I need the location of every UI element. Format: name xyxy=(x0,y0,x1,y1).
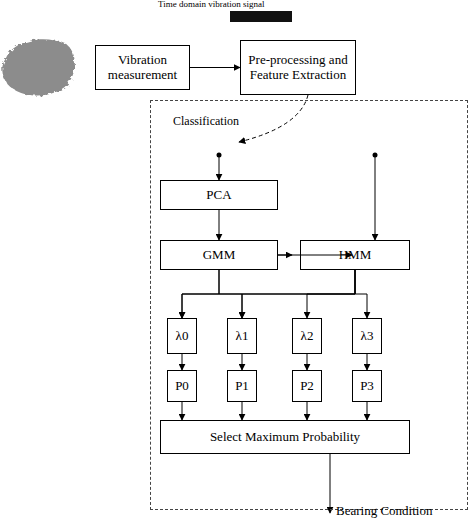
arrow-connector xyxy=(278,255,292,256)
connector-line xyxy=(219,270,242,318)
process-box: λ0 xyxy=(167,318,197,354)
process-box: P1 xyxy=(227,370,257,402)
box-label: Select Maximum Probability xyxy=(210,430,360,445)
group-box: ClassificationPCA GMM HMM λ0 λ1 λ2 λ3P0 P1 P2 P3S… xyxy=(150,100,468,510)
box-label: λ2 xyxy=(301,329,314,344)
process-box: Select Maximum Probability xyxy=(160,420,410,454)
process-box: λ3 xyxy=(352,318,382,354)
box-label: HMM xyxy=(339,248,372,263)
arrow-connector xyxy=(307,402,308,420)
box-label: P2 xyxy=(300,379,314,394)
connector-line xyxy=(242,402,243,420)
arrow-connector xyxy=(307,270,355,318)
arrow-connector xyxy=(367,402,368,420)
connector-line xyxy=(278,255,292,256)
connector-line xyxy=(190,67,240,68)
box-label: PCA xyxy=(206,188,231,203)
arrow-connector xyxy=(278,255,352,256)
arrow-connector xyxy=(242,270,355,318)
box-label: λ0 xyxy=(176,329,189,344)
process-box: λ2 xyxy=(292,318,322,354)
arrow-connector xyxy=(242,354,243,370)
box-label: P1 xyxy=(235,379,249,394)
box-label: λ1 xyxy=(236,329,249,344)
connector-line xyxy=(307,402,308,420)
text-label: Time domain vibration signal xyxy=(158,0,264,9)
connector-line xyxy=(182,270,219,318)
arrow-connector xyxy=(307,354,308,370)
bearing-illustration xyxy=(2,39,75,95)
arrow-connector xyxy=(182,402,183,420)
group-title: Classification xyxy=(173,115,239,129)
connector-line xyxy=(367,402,368,420)
process-box: Pre-processing and Feature Extraction xyxy=(240,40,356,95)
connector-line xyxy=(367,354,368,370)
arrow-connector xyxy=(219,210,220,240)
arrow-connector xyxy=(182,270,219,318)
arrow-connector xyxy=(219,270,242,318)
arrow-connector xyxy=(355,270,367,318)
output-arrow xyxy=(330,454,331,513)
text-label: Bearing Condition xyxy=(336,503,432,519)
box-label: P0 xyxy=(175,379,189,394)
arrow-connector xyxy=(367,354,368,370)
arrow-connector xyxy=(190,67,240,68)
connector-line xyxy=(242,354,243,370)
junction-dot xyxy=(217,153,222,158)
connector-line xyxy=(307,354,308,370)
process-box: P0 xyxy=(167,370,197,402)
connector-line xyxy=(278,255,352,256)
box-label: λ3 xyxy=(361,329,374,344)
process-box: λ1 xyxy=(227,318,257,354)
connector-line xyxy=(219,210,220,240)
box-label: GMM xyxy=(203,248,236,263)
process-box: Vibration measurement xyxy=(95,45,190,90)
arrow-connector xyxy=(182,270,355,318)
process-box: HMM xyxy=(300,240,410,270)
signal-line xyxy=(375,155,376,240)
connector-line xyxy=(307,270,355,318)
connector-line xyxy=(182,270,355,318)
arrow-connector xyxy=(217,95,309,180)
box-label: Pre-processing and Feature Extraction xyxy=(243,53,353,83)
process-box: GMM xyxy=(160,240,278,270)
connector-line xyxy=(219,155,220,180)
arrow-connector xyxy=(182,354,183,370)
connector-line xyxy=(242,270,355,318)
box-label: P3 xyxy=(360,379,374,394)
process-box: PCA xyxy=(160,180,278,210)
box-label: Vibration measurement xyxy=(98,53,187,83)
connector-line xyxy=(239,95,308,142)
signal-trace xyxy=(230,11,292,22)
arrow-connector xyxy=(242,402,243,420)
connector-line xyxy=(182,402,183,420)
process-box: P2 xyxy=(292,370,322,402)
process-box: P3 xyxy=(352,370,382,402)
connector-line xyxy=(355,270,367,318)
connector-line xyxy=(182,354,183,370)
